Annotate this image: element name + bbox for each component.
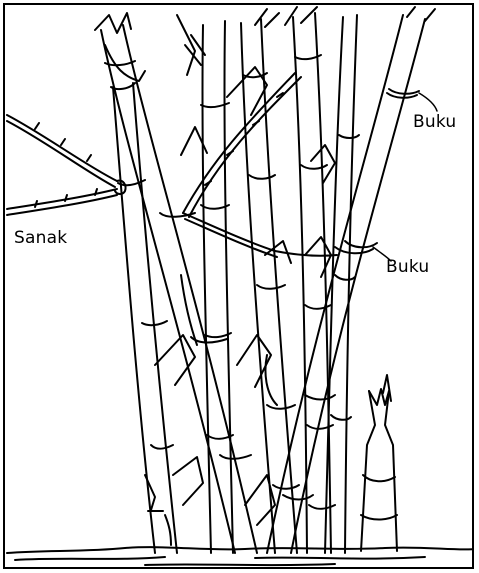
bamboo-stem xyxy=(177,15,233,553)
label-buku-middle: Buku xyxy=(386,257,429,277)
label-sanak: Sanak xyxy=(14,228,67,248)
label-buku-top: Buku xyxy=(413,112,456,132)
bamboo-shoot xyxy=(361,375,397,551)
bamboo-stem xyxy=(111,83,177,553)
ground-line xyxy=(7,547,474,565)
bamboo-stem xyxy=(241,9,299,553)
thin-branch xyxy=(183,73,337,257)
side-branch-sanak xyxy=(7,115,126,215)
illustration-frame: Buku Buku Sanak xyxy=(3,3,474,569)
bamboo-clump-drawing xyxy=(5,5,474,569)
